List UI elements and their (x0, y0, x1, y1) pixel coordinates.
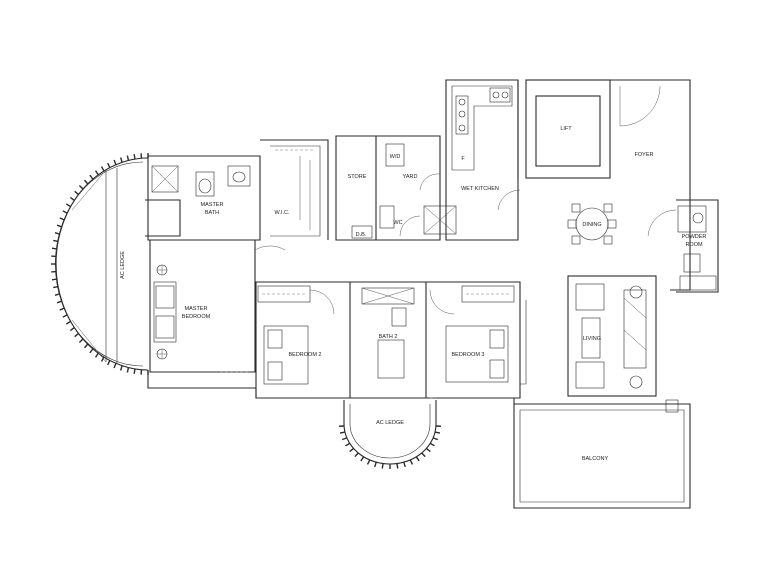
ledge-tick (62, 314, 68, 318)
ledge-tick (53, 239, 59, 243)
bedrooms: BEDROOM 2 BATH 2 BEDROOM 3 (255, 281, 527, 399)
ledge-tick (83, 343, 89, 349)
room-label-master-bath-1: MASTER (201, 202, 224, 208)
master-bedroom: MASTER BEDROOM (149, 239, 286, 373)
foyer-dining: FOYER DINING POWDER ROOM (517, 79, 719, 293)
ac-ledge-left: AC LEDGE (51, 153, 149, 375)
room-label-powder-room-1: POWDER (682, 234, 707, 240)
ledge-tick (345, 442, 351, 447)
ledge-tick (354, 452, 359, 458)
ledge-tick (107, 360, 111, 366)
ledge-tick (59, 217, 65, 221)
ledge-tick (415, 456, 420, 462)
balcony: BALCONY (513, 399, 691, 509)
ledge-tick (66, 203, 71, 208)
room-label-db: D.B. (356, 232, 367, 238)
room-label-bath-2: BATH 2 (379, 334, 398, 340)
room-label-bedroom-2: BEDROOM 2 (288, 352, 321, 358)
ledge-tick (51, 247, 58, 250)
room-label-wc: WC (393, 220, 402, 226)
ledge-tick (74, 190, 79, 196)
living: LIVING (567, 275, 657, 397)
master-bath-area: MASTER BATH W.I.C. (145, 139, 329, 241)
ledge-tick (432, 437, 439, 441)
ledge-tick (113, 159, 117, 165)
room-label-f: F (461, 156, 465, 162)
ledge-tick (120, 365, 123, 371)
store-yard-wc: STORE YARD W/D WC D.B. (335, 135, 457, 241)
ledge-tick (429, 442, 435, 447)
ledge-tick (133, 154, 136, 160)
ledge-tick (360, 456, 365, 462)
ledge-tick (89, 348, 94, 354)
room-label-master-bedroom-1: MASTER (185, 306, 208, 312)
room-label-powder-room-2: ROOM (685, 242, 703, 248)
ledge-tick (120, 157, 123, 163)
ledge-tick (69, 196, 75, 202)
ledge-tick (403, 461, 406, 468)
ledge-tick (133, 368, 136, 374)
room-label-store: STORE (348, 174, 367, 180)
ledge-tick (56, 224, 63, 228)
ledge-ticks (339, 425, 441, 469)
ledge-tick (100, 356, 105, 362)
ledge-tick (349, 447, 355, 453)
room-label-yard: YARD (403, 174, 418, 180)
ledge-tick (78, 338, 84, 343)
ledge-tick (51, 278, 58, 281)
ledge-tick (69, 326, 75, 332)
ledge-tick (409, 459, 414, 465)
ledge-tick (54, 232, 60, 235)
room-label-wd: W/D (390, 154, 401, 160)
ledge-tick (83, 179, 89, 185)
ledge-tick (126, 367, 130, 373)
room-label-ac-ledge-left: AC LEDGE (120, 251, 126, 279)
room-label-ac-ledge-bottom: AC LEDGE (376, 420, 404, 426)
ledge-tick (54, 293, 60, 296)
ledge-tick (396, 463, 399, 469)
ledge-tick (425, 447, 431, 453)
ledge-tick (53, 285, 59, 289)
ledge-tick (339, 431, 346, 434)
ledge-tick (434, 431, 441, 434)
wet-kitchen: F WET KITCHEN (445, 79, 521, 241)
room-label-balcony: BALCONY (582, 456, 609, 462)
ledge-tick (113, 363, 117, 369)
room-label-lift: LIFT (560, 126, 572, 132)
room-label-master-bath-2: BATH (205, 210, 219, 216)
ledge-tick (374, 461, 377, 468)
ledge-tick (62, 210, 68, 214)
ledge-tick (100, 166, 105, 172)
ledge-tick (74, 332, 79, 338)
ledge-tick (89, 174, 94, 180)
ledge-tick (59, 307, 65, 311)
ledge-tick (94, 170, 99, 176)
room-label-foyer: FOYER (635, 152, 654, 158)
ledge-tick (421, 452, 426, 458)
outer-wall (147, 156, 515, 404)
ledge-tick (366, 459, 371, 465)
lift: LIFT (525, 79, 611, 179)
ledge-tick (94, 352, 99, 358)
ledge-ticks (51, 153, 149, 375)
ac-ledge-bottom: AC LEDGE (339, 400, 441, 469)
room-label-bedroom-3: BEDROOM 3 (451, 352, 484, 358)
room-label-master-bedroom-2: BEDROOM (182, 314, 211, 320)
ledge-tick (107, 162, 111, 168)
ledge-tick (126, 155, 130, 161)
room-label-wet-kitchen: WET KITCHEN (461, 186, 499, 192)
ledge-tick (341, 437, 348, 441)
ledge-tick (66, 320, 71, 325)
room-label-wic: W.I.C. (275, 210, 290, 216)
room-label-dining: DINING (582, 222, 601, 228)
ledge-tick (56, 300, 63, 304)
ledge-tick (381, 463, 384, 469)
room-label-living: LIVING (583, 336, 601, 342)
ledge-tick (78, 185, 84, 190)
